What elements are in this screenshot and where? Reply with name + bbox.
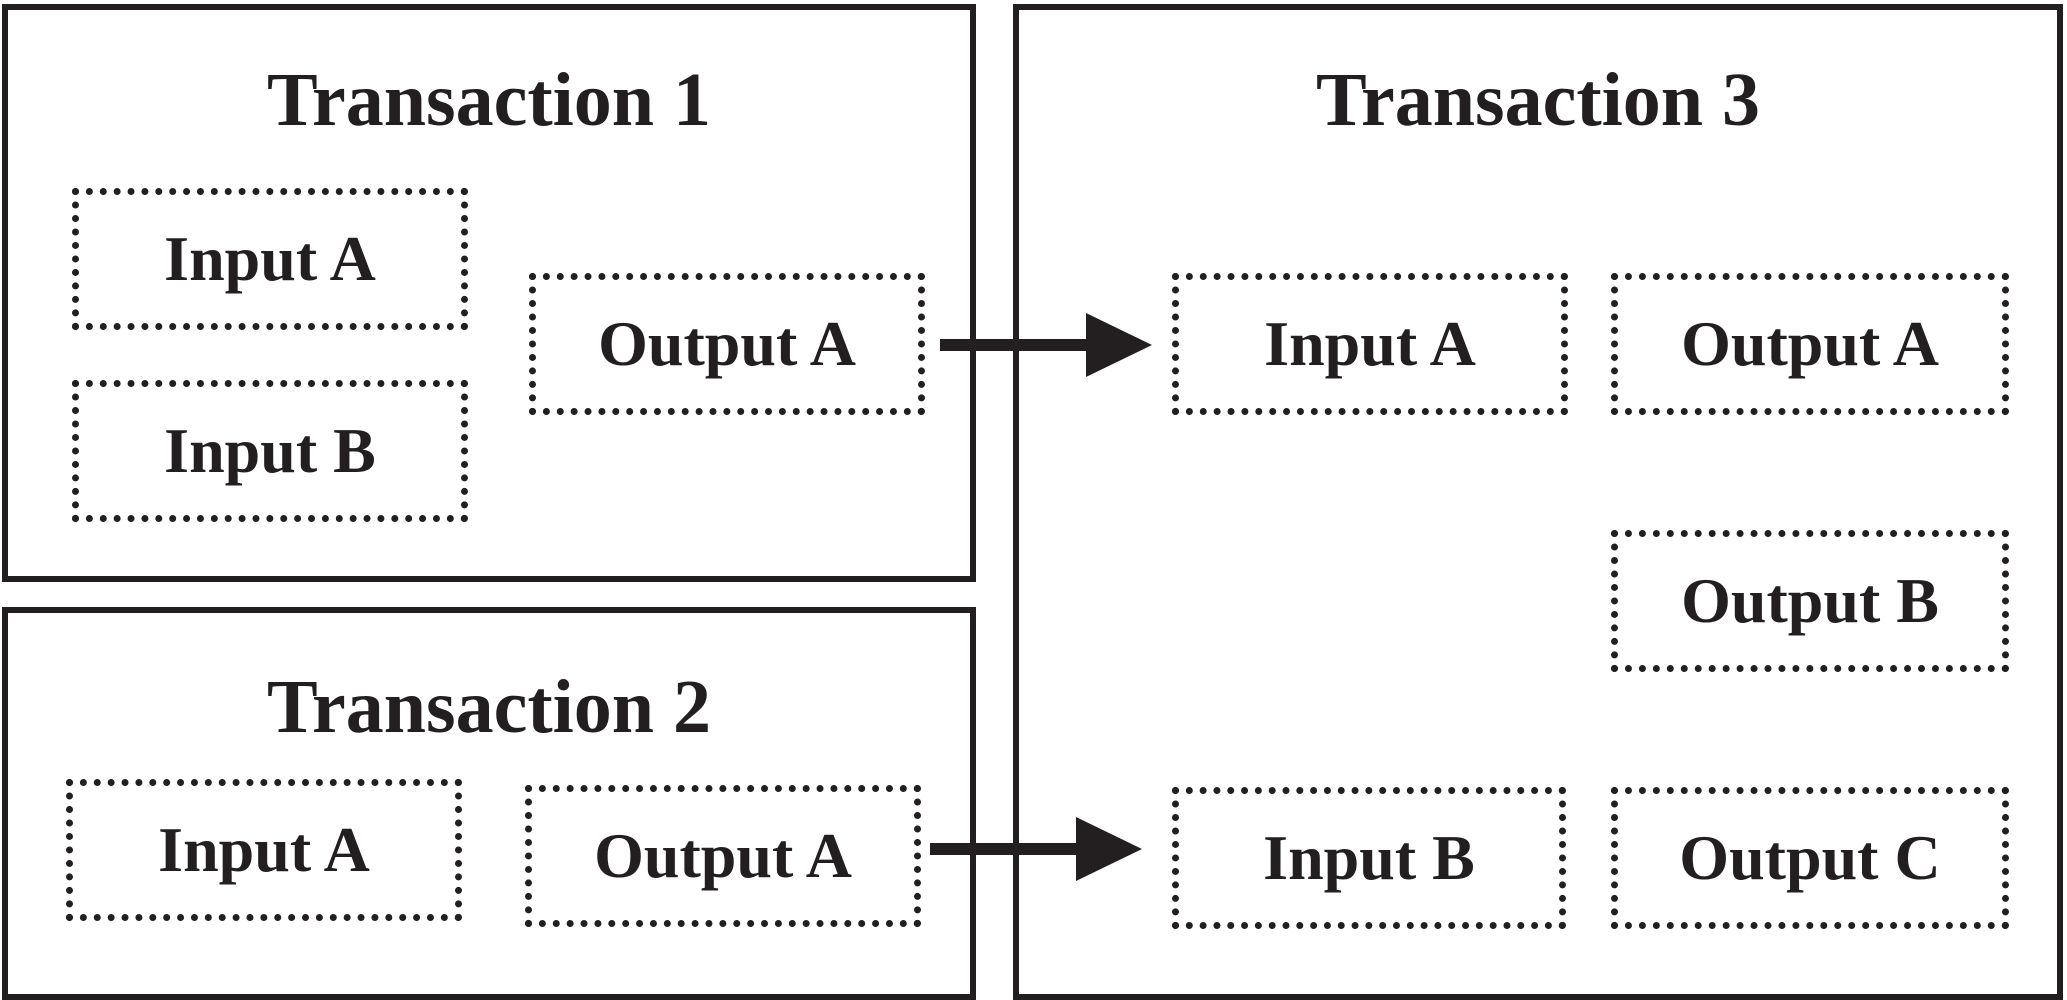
t3-output-a-box: Output A — [1611, 273, 2009, 415]
t3-input-a-box: Input A — [1172, 273, 1568, 415]
t2-input-a-box: Input A — [66, 779, 462, 921]
t1-output-a-box: Output A — [529, 273, 925, 415]
transaction-3-title: Transaction 3 — [1315, 58, 1761, 142]
t3-output-b-box: Output B — [1611, 530, 2009, 672]
t1-input-a-box: Input A — [72, 188, 468, 330]
transaction-1-title: Transaction 1 — [266, 58, 712, 142]
t1-input-b-label: Input B — [164, 415, 376, 486]
transaction-2-title: Transaction 2 — [266, 665, 712, 749]
t1-output-a-label: Output A — [598, 308, 856, 379]
t3-output-c-box: Output C — [1611, 787, 2009, 929]
t2-output-a-label: Output A — [594, 820, 852, 891]
t1-input-a-label: Input A — [164, 223, 376, 294]
t3-input-b-box: Input B — [1172, 787, 1566, 929]
t3-input-b-label: Input B — [1263, 822, 1475, 893]
t3-output-c-label: Output C — [1679, 822, 1941, 893]
t2-output-a-box: Output A — [525, 785, 921, 927]
t2-input-a-label: Input A — [158, 814, 370, 885]
t3-output-b-label: Output B — [1681, 565, 1939, 636]
t3-input-a-label: Input A — [1264, 308, 1476, 379]
t1-input-b-box: Input B — [72, 380, 468, 522]
t3-output-a-label: Output A — [1681, 308, 1939, 379]
